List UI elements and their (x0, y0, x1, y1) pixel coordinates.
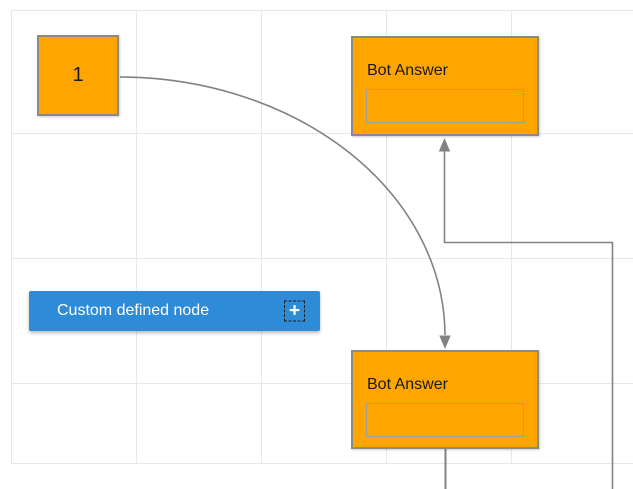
add-node-button[interactable]: + (284, 300, 305, 322)
elbow-connector[interactable] (443, 151, 614, 489)
custom-defined-node[interactable]: Custom defined node + (29, 291, 320, 331)
bot-answer-title: Bot Answer (367, 62, 448, 79)
arrowhead-up-icon (438, 138, 451, 152)
start-node-label: 1 (72, 64, 84, 86)
arrowhead-down-icon (439, 335, 451, 349)
start-node[interactable]: 1 (37, 35, 119, 116)
bot-answer-title: Bot Answer (367, 376, 448, 393)
bot-answer-node-bottom[interactable]: Bot Answer (351, 350, 539, 449)
plus-icon: + (288, 300, 301, 322)
curve-connector[interactable] (119, 76, 446, 336)
custom-node-label: Custom defined node (57, 302, 210, 319)
bot-answer-input[interactable] (366, 403, 524, 437)
bot-answer-input[interactable] (366, 89, 524, 123)
bot-answer-node-top[interactable]: Bot Answer (351, 36, 539, 136)
